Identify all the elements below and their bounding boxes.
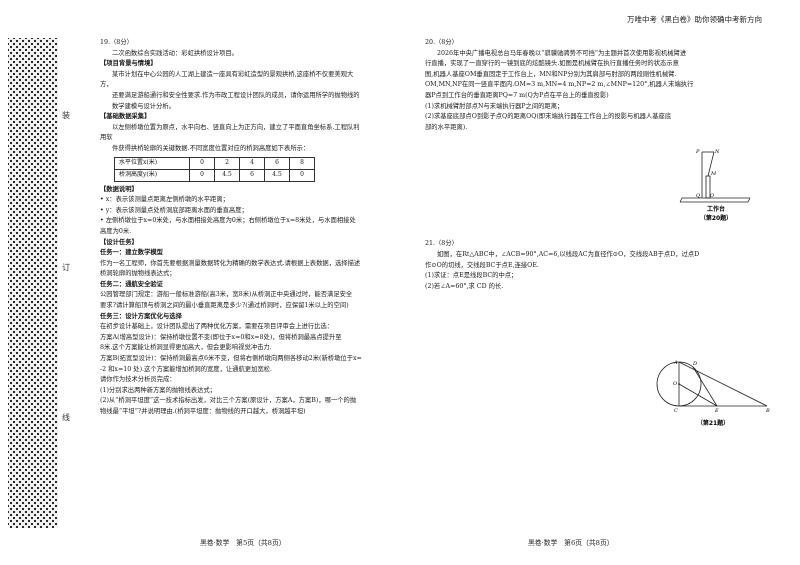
text-line: 作为一名工程师，你首先要根据测量数据转化为精确的数学表达式.请根据上表数据，选择… [100,259,361,267]
q21-text: 21.（8分） 如图，在Rt△ABC中，∠ACB=90°,AC=6,以线段AC为直… [425,239,765,292]
table-header-y: 桥洞高度y(米) [114,168,190,182]
text-line: 数学建模与设计分析。 [112,102,175,110]
text-line: 行直播，实现了一直穿行的一镜到底的炫酷镜头.如图是机械臂在执行直播任务时的状态示… [425,60,679,68]
text-line: 要求?请计算船顶与桥洞之间的最小垂直距离是多少?(通过桥洞时，应保留1米以上的空… [100,302,349,310]
footer-page-6: 黑卷·数学 第6页（共8页） [528,539,614,547]
text-line: OM,MN,NP在同一竖直平面内.OM=3 m,MN=4 m,NP=2 m,∠M… [425,81,694,89]
label-B: B [765,408,770,414]
q19-intro: 19.（8分） 二次函数综合实践活动：彩虹拱桥设计项目。【项目背景与情境】某市计划… [100,38,362,155]
label-O: O [673,381,677,387]
text-line: 某市计划在中心公园的人工湖上建造一座具有彩虹造型的景观拱桥,这座桥不仅要美观大方… [100,70,354,89]
tangent-DE [692,366,718,407]
text-line: 件获得拱桥轮廓的关键数据.不同宽度位置对应的桥洞高度如下表所示： [112,144,310,152]
figure-21-circle: A O D C E B （第21题） [656,360,770,427]
binding-char-ding: 订 [62,263,70,272]
text-line: 二次函数综合实践活动：彩虹拱桥设计项目。 [112,49,238,57]
text-line: 还要满足游船通行和安全性要求.作为市政工程设计团队的成员，请你运用所学的抛物线的 [112,91,360,99]
text-line: (2)从“桥洞平坦度”这一技术指标出发，对比三个方案(原设计，方案A，方案B)，… [100,397,357,405]
label-A: A [673,360,678,366]
text-line: 如图，在Rt△ABC中，∠ACB=90°,AC=6,以线段AC为直径作⊙O，交线… [437,250,700,258]
segment-OE [678,383,718,407]
footer-page-5: 黑卷·数学 第5页（共8页） [200,539,286,547]
figure-21-caption: （第21题） [697,419,729,427]
text-line: 公园管理部门规定：游船一般标准游船(高3米，宽8米)从桥洞正中央通过时，能否满足… [100,291,353,299]
label-D: D [692,361,697,367]
text-line: 19.（8分） [100,39,133,46]
text-line: 作⊙O的切线，交线段BC于点E,连接OE. [425,261,539,269]
text-line: 方案B(拓宽型设计)：保持桥洞最高点6米不变，但将右侧桥墩向两侧各移动2米(新桥… [100,355,362,363]
text-line: (2)求基座底部点O到影子点Q的距离OQ(即末端执行器在工作台上的投影与机器人基… [425,113,672,121]
text-line: 器P点到工作台的垂直距离PQ=7 m(Q为P点在平台上的垂直投影) [425,91,609,99]
text-line: (2)若∠A=60°,求 CD 的长. [425,282,504,290]
table-cell: 0 [189,168,215,182]
table-cell: 6 [264,156,290,170]
text-line: 以左侧桥墩位置为原点，水平向右、竖直向上为正方向，建立了平面直角坐标系.工程队利… [100,123,360,142]
label-M: M [710,171,717,177]
text-line: (1)求证：点E是线段BC的中点； [425,272,518,280]
left-column: 19.（8分） 二次函数综合实践活动：彩虹拱桥设计项目。【项目背景与情境】某市计划… [100,38,362,418]
text-line: 任务二：通航安全验证 [100,280,163,288]
text-line: 部的水平距离). [425,123,468,131]
label-O: O [710,193,714,199]
text-line: 高度为0米. [100,227,132,235]
figure-20-robot-arm: P N M Q O 工作台 （第20题） [679,149,751,222]
q20-text: 20.（8分） 2026年中央广播电视总台马年春晚以“骐骥驰骋势不可挡”为主题并首… [425,38,765,133]
q19-tasks: 【数据说明】 • x：表示该测量点距离左侧桥墩的水平距离； • y：表示该测量点处桥… [100,185,362,418]
arm-NM [707,151,715,177]
text-line: 方案A(增高型设计)：保持桥墩位置不变(即位于x=0和x=8处)，但将桥洞最高点… [100,333,342,341]
text-line: 【数据说明】 [100,185,138,193]
text-line: (1)求机械臂肘部点N与末端执行器P之间的距离； [425,102,564,110]
segment-AB [678,361,768,407]
table-cell: 4 [239,156,265,170]
table-cell: 6 [239,168,265,182]
text-line: • 左侧桥墩位于x=0米处，与水面相接处高度为0米；右侧桥墩位于x=8米处，与水… [100,217,356,225]
text-line: (1)分别求出两种新方案的抛物线表达式； [100,386,216,394]
figure-20-caption: （第20题） [700,214,732,222]
table-row: 桥洞高度y(米) 0 4.5 6 4.5 0 [114,168,315,182]
text-line: 在初步设计基础上，设计团队提出了两种优化方案，需要在项目评审会上进行比选： [100,323,333,331]
page-header: 万唯中考《黑白卷》助你领确中考新方向 [627,15,762,24]
data-table: 水平位置x(米) 0 2 4 6 8 桥洞高度y(米) 0 4.5 6 4.5 … [114,156,315,182]
label-Q: Q [696,193,700,199]
text-line: 请你作为技术分析员完成： [100,376,176,384]
label-C: C [674,408,678,414]
label-P: P [695,149,700,155]
text-line: 2026年中央广播电视总台马年春晚以“骐骥驰骋势不可挡”为主题并首次使用影视机械… [437,49,687,57]
text-line: 20.（8分） [425,39,458,46]
text-line: 任务一：建立数学模型 [100,249,163,257]
binding-char-zhuang: 装 [62,111,70,120]
text-line: 物线最“平坦”?并说明理由.(桥洞平坦度：抛物线的开口越大，桥洞越平坦) [100,408,306,415]
text-line: • x：表示该测量点距离左侧桥墩的水平距离； [100,196,229,204]
text-line: • y：表示该测量点处桥洞底部距离水面的垂直高度； [100,206,248,214]
table-cell: 8 [289,156,315,170]
table-cell: 4.5 [264,168,290,182]
text-line: -2 和x=10 处).这个方案能增加桥洞的宽度，让通航更加宽松. [100,365,272,373]
text-line: 【基础数据采集】 [100,113,151,121]
right-column: 20.（8分） 2026年中央广播电视总台马年春晚以“骐骥驰骋势不可挡”为主题并首… [425,38,765,292]
text-line: 【设计任务】 [100,238,138,246]
table-cell: 4.5 [214,168,240,182]
text-line: 桥洞轮廓的抛物线表达式； [100,270,176,278]
text-line: 【项目背景与情境】 [100,60,157,68]
worktable-caption: 工作台 [707,205,725,213]
text-line: 8米.这个方案能让桥洞显得更加高大，但会更影响视觉冲击力. [100,344,272,352]
label-N: N [714,149,720,155]
label-E: E [714,408,719,414]
table-cell: 2 [214,156,240,170]
binding-dot-strip [8,38,58,528]
table-row: 水平位置x(米) 0 2 4 6 8 [114,156,315,170]
text-line: 任务三：设计方案优化与选择 [100,312,182,320]
table-cell: 0 [189,156,215,170]
table-header-x: 水平位置x(米) [114,156,190,170]
table-cell: 0 [289,168,315,182]
text-line: 图,机器人基座OM垂直固定于工作台上，MN和NP分别为其肩部与肘部的两段刚性机械… [425,70,677,78]
text-line: 21.（8分） [425,240,458,248]
binding-char-xian: 线 [62,413,70,422]
